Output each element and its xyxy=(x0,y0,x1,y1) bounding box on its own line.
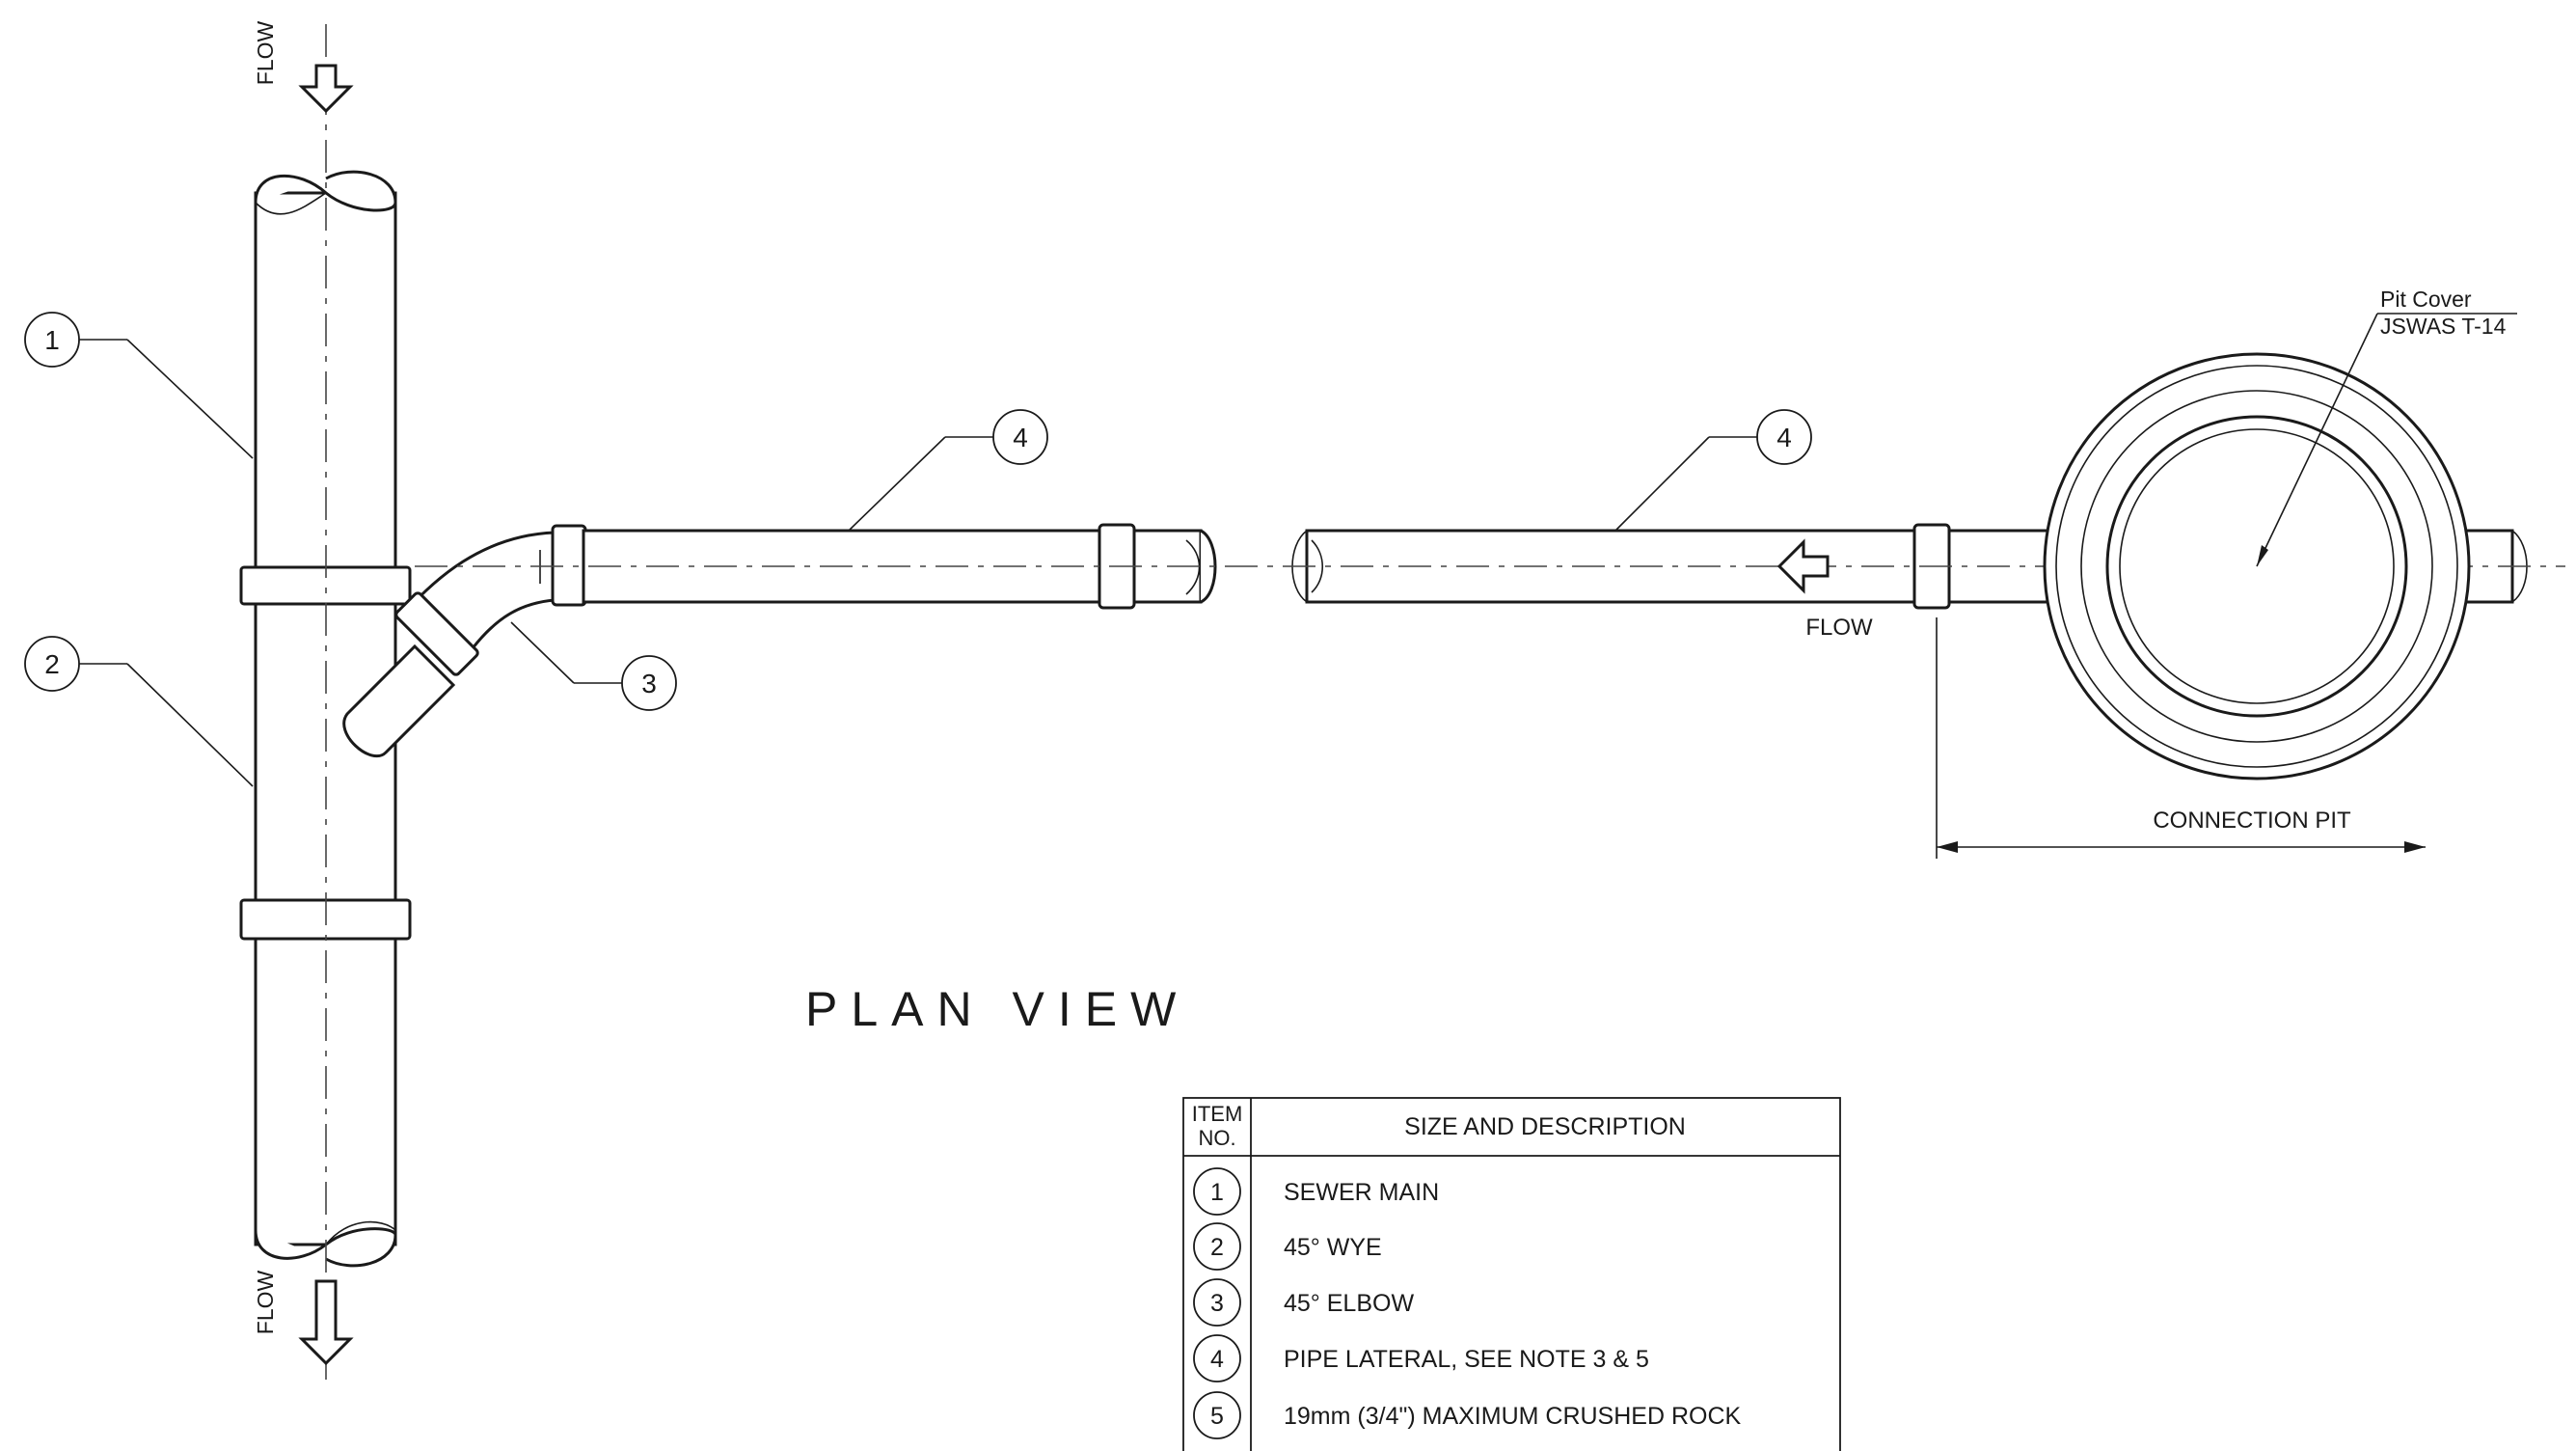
flow-label-bottom: FLOW xyxy=(253,1270,278,1334)
legend-row-description: PIPE LATERAL, SEE NOTE 3 & 5 xyxy=(1284,1346,1649,1373)
callout-1: 1 xyxy=(24,312,254,459)
legend-row: 1 SEWER MAIN xyxy=(1193,1167,1439,1216)
callout-2: 2 xyxy=(24,636,254,787)
wye-elbow-branch xyxy=(342,524,587,758)
callout-1-number: 1 xyxy=(44,325,60,355)
callout-4-left: 4 xyxy=(848,409,1048,532)
legend-row-description: SEWER MAIN xyxy=(1284,1179,1439,1206)
legend-row-number: 4 xyxy=(1210,1346,1224,1373)
legend-header-description: SIZE AND DESCRIPTION xyxy=(1404,1113,1686,1140)
legend-row: 5 19mm (3/4") MAXIMUM CRUSHED ROCK xyxy=(1193,1391,1742,1439)
flow-arrow-lateral xyxy=(1776,538,1830,594)
legend-row-description: 45° WYE xyxy=(1284,1234,1382,1261)
callout-4-right-number: 4 xyxy=(1776,423,1792,452)
legend-header-no: NO. xyxy=(1198,1126,1235,1150)
flow-label-lateral: FLOW xyxy=(1805,615,1873,641)
callout-3-number: 3 xyxy=(641,669,657,698)
flow-arrow-bottom xyxy=(298,1279,354,1366)
legend-header-item: ITEM xyxy=(1192,1102,1243,1126)
legend-row: 4 PIPE LATERAL, SEE NOTE 3 & 5 xyxy=(1193,1334,1649,1383)
pit-cover-label: Pit Cover xyxy=(2380,287,2472,312)
connection-pit-dimension xyxy=(1936,617,2426,859)
flow-label-top: FLOW xyxy=(253,20,278,85)
flow-arrow-top xyxy=(298,64,354,114)
callout-4-right: 4 xyxy=(1614,409,1812,532)
legend-row: 3 45° ELBOW xyxy=(1193,1278,1414,1327)
callout-4-left-number: 4 xyxy=(1013,423,1028,452)
legend-row-number: 2 xyxy=(1210,1234,1224,1261)
callout-3: 3 xyxy=(510,621,677,711)
legend-row-number: 3 xyxy=(1210,1290,1224,1317)
view-title: PLAN VIEW xyxy=(805,982,1189,1036)
legend-row-description: 45° ELBOW xyxy=(1284,1290,1414,1317)
legend-table: ITEM NO. SIZE AND DESCRIPTION 1 SEWER MA… xyxy=(1182,1097,1841,1451)
callout-2-number: 2 xyxy=(44,649,60,679)
legend-row: 2 45° WYE xyxy=(1193,1222,1382,1271)
legend-row-number: 1 xyxy=(1210,1179,1224,1206)
legend-row-number: 5 xyxy=(1210,1403,1224,1430)
pit-cover-leader xyxy=(2256,313,2517,567)
legend-row-description: 19mm (3/4") MAXIMUM CRUSHED ROCK xyxy=(1284,1403,1742,1430)
pit-cover-spec: JSWAS T-14 xyxy=(2380,314,2507,339)
connection-pit-label: CONNECTION PIT xyxy=(2153,808,2351,834)
